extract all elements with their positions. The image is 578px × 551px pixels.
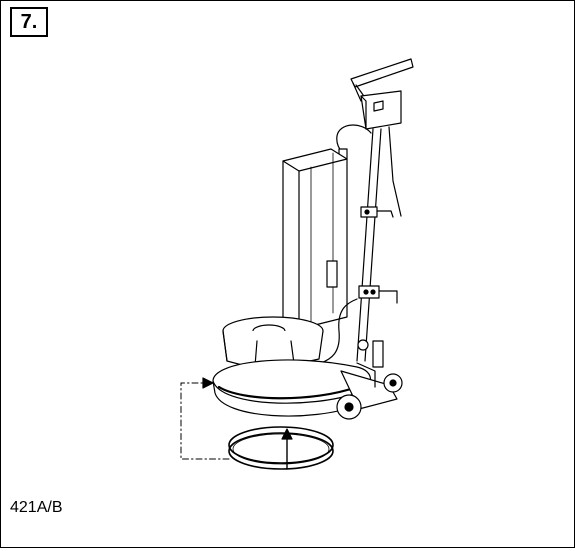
step-number-badge: 7. <box>10 7 48 37</box>
leader-line <box>180 377 230 460</box>
handle-bar <box>350 58 414 102</box>
shaft-clamp-lower <box>358 285 398 304</box>
install-arrow <box>281 428 293 470</box>
floor-machine-illustration <box>180 58 414 470</box>
shaft-clamp-upper <box>360 206 394 218</box>
brush-deck <box>212 359 372 417</box>
step-number: 7. <box>20 11 38 33</box>
wheel-assembly <box>336 339 403 420</box>
tank-tower <box>282 148 348 330</box>
model-label: 421A/B <box>10 499 63 516</box>
bumper-ring <box>228 426 334 470</box>
handle-shaft <box>356 126 402 362</box>
solution-hose <box>320 298 358 364</box>
control-box <box>360 90 402 130</box>
